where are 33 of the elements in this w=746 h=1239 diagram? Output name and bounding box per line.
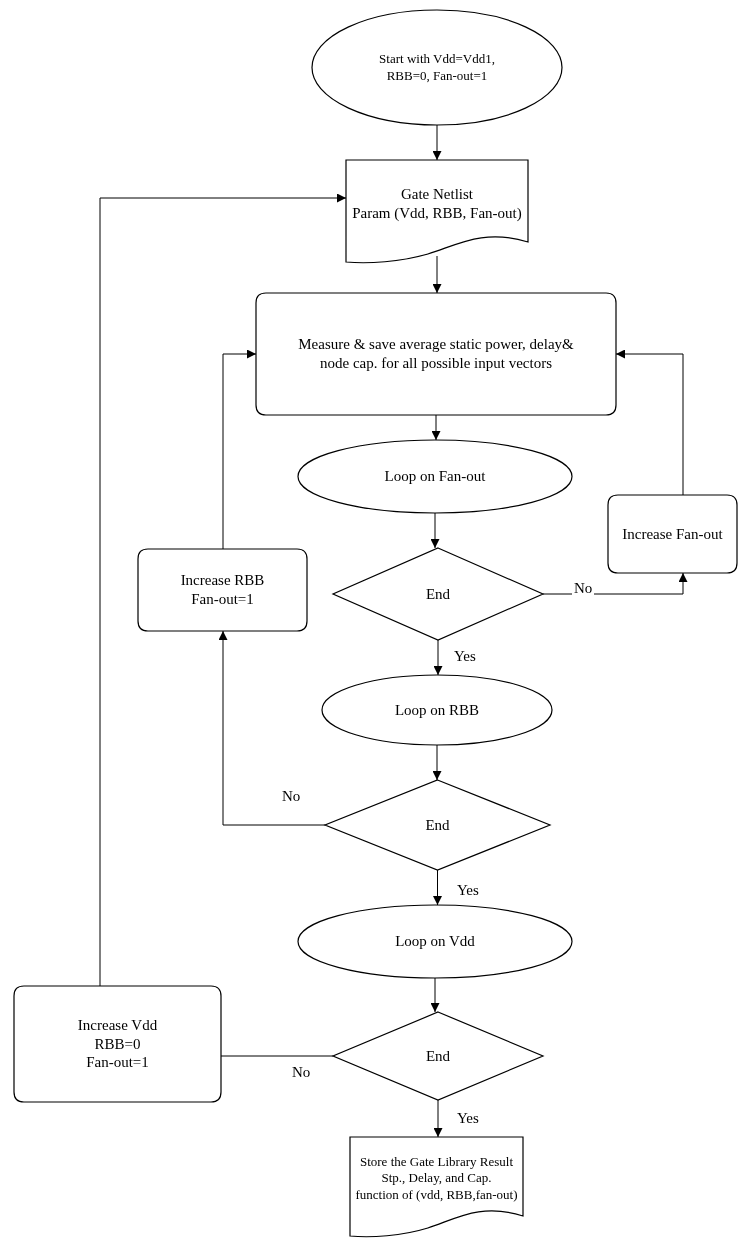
node-text: Param (Vdd, RBB, Fan-out) xyxy=(352,204,522,223)
node-text: End xyxy=(425,815,450,835)
node-text: Loop on Fan-out xyxy=(384,467,486,486)
document-shape xyxy=(346,160,528,262)
node-text: Stp., Delay, and Cap. xyxy=(381,1170,492,1187)
node-text: Increase Vdd xyxy=(77,1015,158,1035)
node-text: End xyxy=(425,584,451,604)
document-shape xyxy=(350,1137,523,1236)
node-text: Store the Gate Library Result xyxy=(359,1154,514,1171)
loop-ellipse xyxy=(298,905,572,978)
node-text: Fan-out=1 xyxy=(86,1053,149,1073)
loop-ellipse xyxy=(322,675,552,745)
process-box xyxy=(256,293,616,415)
node-text: Fan-out=1 xyxy=(191,590,254,609)
node-text: Increase Fan-out xyxy=(622,524,723,544)
node-text: Measure & save average static power, delay& node cap. for all possible input vectors xyxy=(297,335,575,373)
node-text: Loop on Vdd xyxy=(395,932,475,951)
node-text: RBB=0 xyxy=(94,1034,141,1054)
decision-diamond xyxy=(333,1012,543,1100)
node-text: Gate Netlist xyxy=(400,185,474,204)
node-text: Increase RBB xyxy=(180,571,265,590)
process-box xyxy=(608,495,737,573)
edge-label: No xyxy=(572,580,595,597)
decision-diamond xyxy=(325,780,550,870)
node-text: End xyxy=(425,1046,451,1066)
decision-diamond xyxy=(333,548,543,640)
node-text: function of (vdd, RBB,fan-out) xyxy=(355,1186,518,1203)
process-box xyxy=(14,986,221,1102)
node-text: Loop on RBB xyxy=(394,700,480,720)
start-ellipse xyxy=(312,10,562,125)
node-text: Start with Vdd=Vdd1, RBB=0, Fan-out=1 xyxy=(378,51,496,84)
process-box xyxy=(138,549,307,631)
loop-ellipse xyxy=(298,440,572,513)
